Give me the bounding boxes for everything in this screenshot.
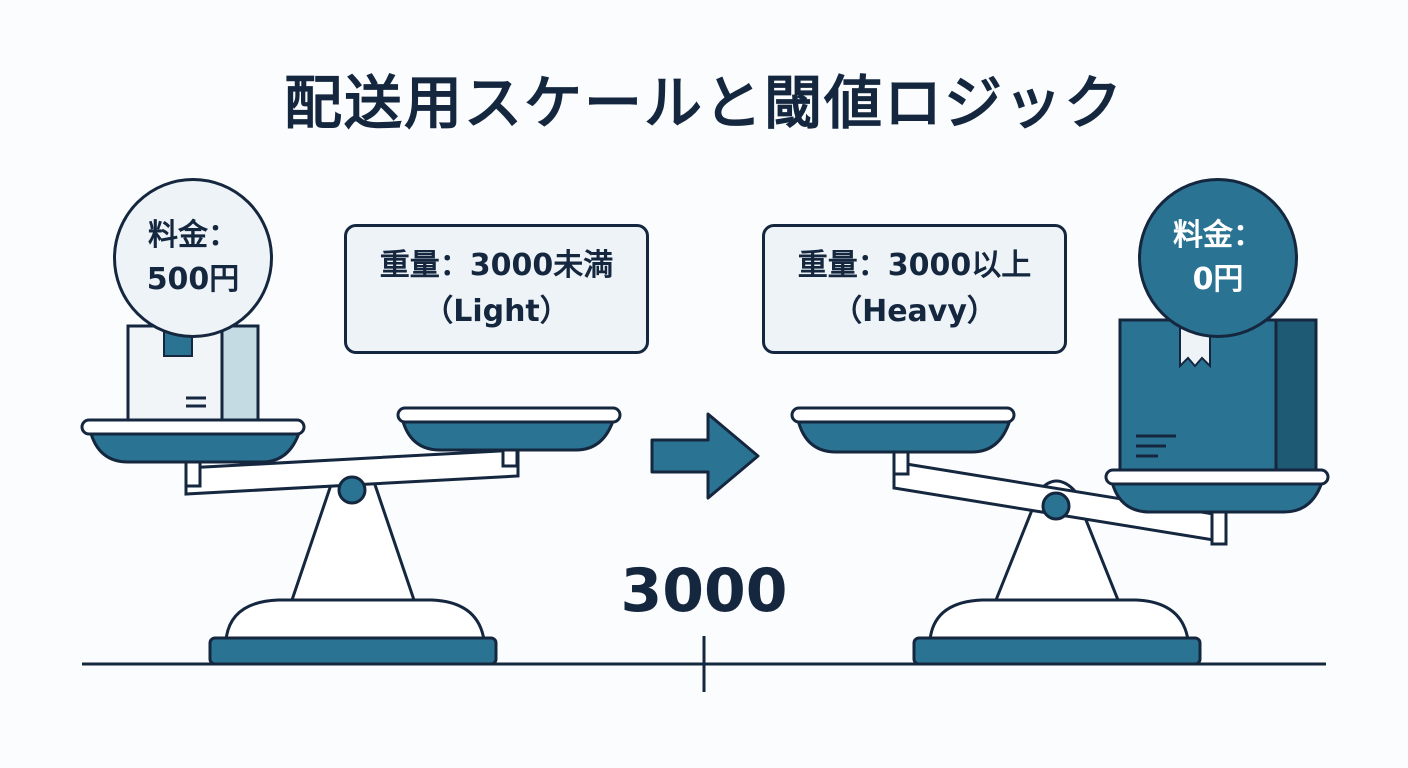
- arrow-right-icon: [650, 412, 760, 500]
- right-condition-class: （Heavy）: [832, 294, 997, 329]
- diagram-title: 配送用スケールと閾値ロジック: [283, 69, 1124, 137]
- right-price-label: 料金：: [1173, 218, 1263, 253]
- right-condition-weight: 重量：3000以上: [797, 248, 1032, 283]
- left-condition-weight: 重量：3000未満: [379, 248, 614, 283]
- right-price-badge: 料金： 0円: [1138, 178, 1298, 338]
- right-condition-box: 重量：3000以上 （Heavy）: [762, 224, 1067, 354]
- left-condition-class: （Light）: [423, 294, 570, 329]
- left-condition-box: 重量：3000未満 （Light）: [344, 224, 649, 354]
- light-parcel: [126, 324, 260, 422]
- threshold-value: 3000: [620, 556, 788, 626]
- left-price-value: 500円: [146, 262, 240, 297]
- left-price-badge: 料金： 500円: [113, 178, 273, 338]
- heavy-parcel: [1118, 318, 1318, 472]
- right-price-value: 0円: [1192, 262, 1244, 297]
- left-scale: [80, 406, 622, 666]
- left-price-label: 料金：: [148, 218, 238, 253]
- right-scale: [790, 406, 1330, 666]
